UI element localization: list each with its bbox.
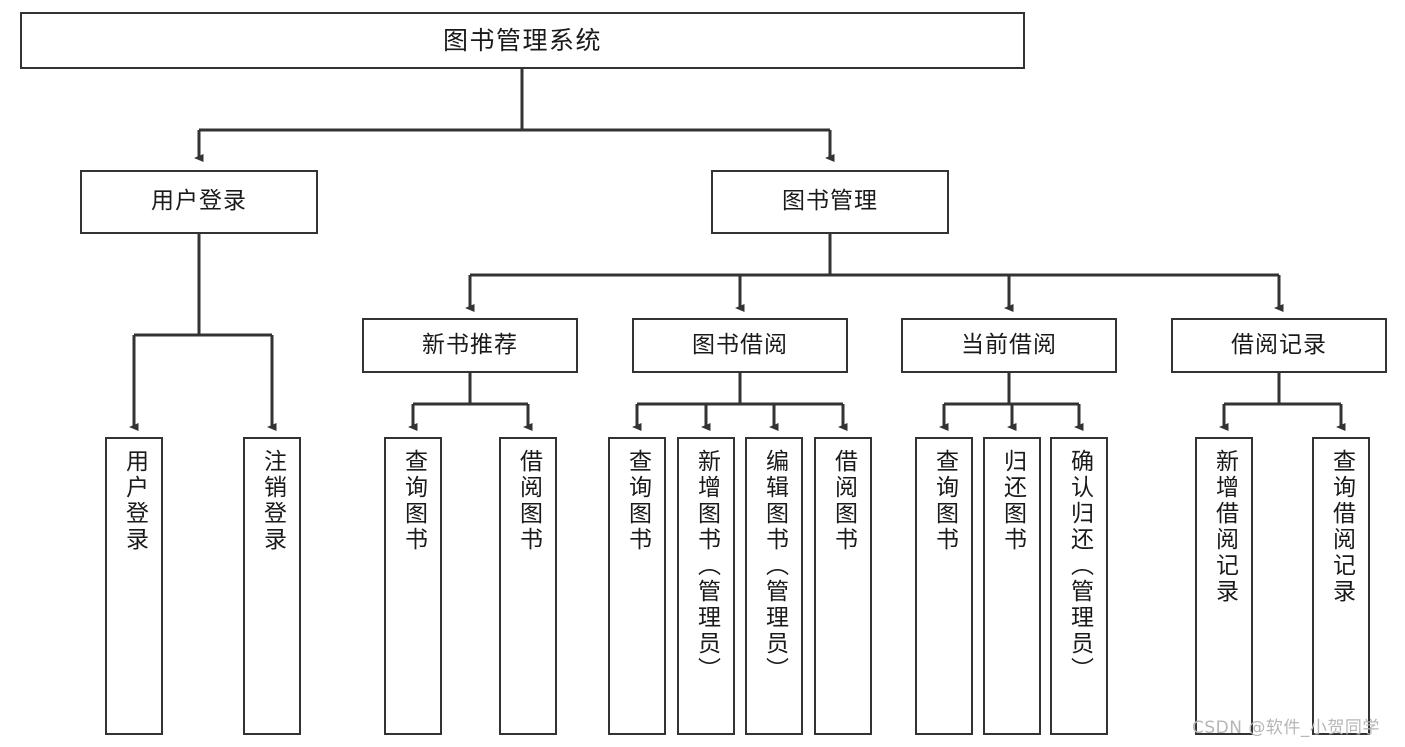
node-label: 查询借阅记录 xyxy=(1328,449,1355,605)
node-label: 图书管理系统 xyxy=(442,25,602,55)
node-label: 图书借阅 xyxy=(692,331,788,358)
node-label: 查询图书 xyxy=(400,449,427,553)
leaf-query-book-current[interactable]: 查询图书 xyxy=(915,437,973,735)
node-label: 借阅图书 xyxy=(515,449,542,553)
leaf-add-book-admin[interactable]: 新增图书（管理员） xyxy=(677,437,735,735)
node-root-system[interactable]: 图书管理系统 xyxy=(20,12,1025,69)
node-label: 编辑图书（管理员） xyxy=(761,449,788,683)
watermark: CSDN @软件_小贺同学 xyxy=(1192,718,1380,738)
node-label: 确认归还（管理员） xyxy=(1066,449,1093,683)
leaf-user-login[interactable]: 用户登录 xyxy=(105,437,163,735)
node-label: 借阅记录 xyxy=(1231,331,1327,358)
node-current-borrow[interactable]: 当前借阅 xyxy=(901,318,1117,373)
leaf-return-book[interactable]: 归还图书 xyxy=(983,437,1041,735)
leaf-confirm-return-admin[interactable]: 确认归还（管理员） xyxy=(1050,437,1108,735)
node-book-management[interactable]: 图书管理 xyxy=(711,170,949,234)
node-borrow-record[interactable]: 借阅记录 xyxy=(1171,318,1387,373)
node-new-book-recommend[interactable]: 新书推荐 xyxy=(362,318,578,373)
node-label: 查询图书 xyxy=(931,449,958,553)
leaf-edit-book-admin[interactable]: 编辑图书（管理员） xyxy=(745,437,803,735)
node-label: 用户登录 xyxy=(151,188,247,215)
node-label: 注销登录 xyxy=(259,449,286,553)
leaf-query-book-borrow[interactable]: 查询图书 xyxy=(608,437,666,735)
node-label: 用户登录 xyxy=(121,449,148,553)
node-book-borrow[interactable]: 图书借阅 xyxy=(632,318,848,373)
node-label: 借阅图书 xyxy=(830,449,857,553)
node-label: 归还图书 xyxy=(999,449,1026,553)
leaf-add-borrow-record[interactable]: 新增借阅记录 xyxy=(1195,437,1253,735)
node-label: 图书管理 xyxy=(782,188,878,215)
node-label: 新书推荐 xyxy=(422,331,518,358)
node-label: 新增借阅记录 xyxy=(1211,449,1238,605)
node-user-login[interactable]: 用户登录 xyxy=(80,170,318,234)
leaf-borrow-book[interactable]: 借阅图书 xyxy=(814,437,872,735)
leaf-query-borrow-record[interactable]: 查询借阅记录 xyxy=(1312,437,1370,735)
node-label: 当前借阅 xyxy=(961,331,1057,358)
node-label: 查询图书 xyxy=(624,449,651,553)
leaf-query-book-recommend[interactable]: 查询图书 xyxy=(384,437,442,735)
node-label: 新增图书（管理员） xyxy=(693,449,720,683)
leaf-logout[interactable]: 注销登录 xyxy=(243,437,301,735)
leaf-borrow-book-recommend[interactable]: 借阅图书 xyxy=(499,437,557,735)
